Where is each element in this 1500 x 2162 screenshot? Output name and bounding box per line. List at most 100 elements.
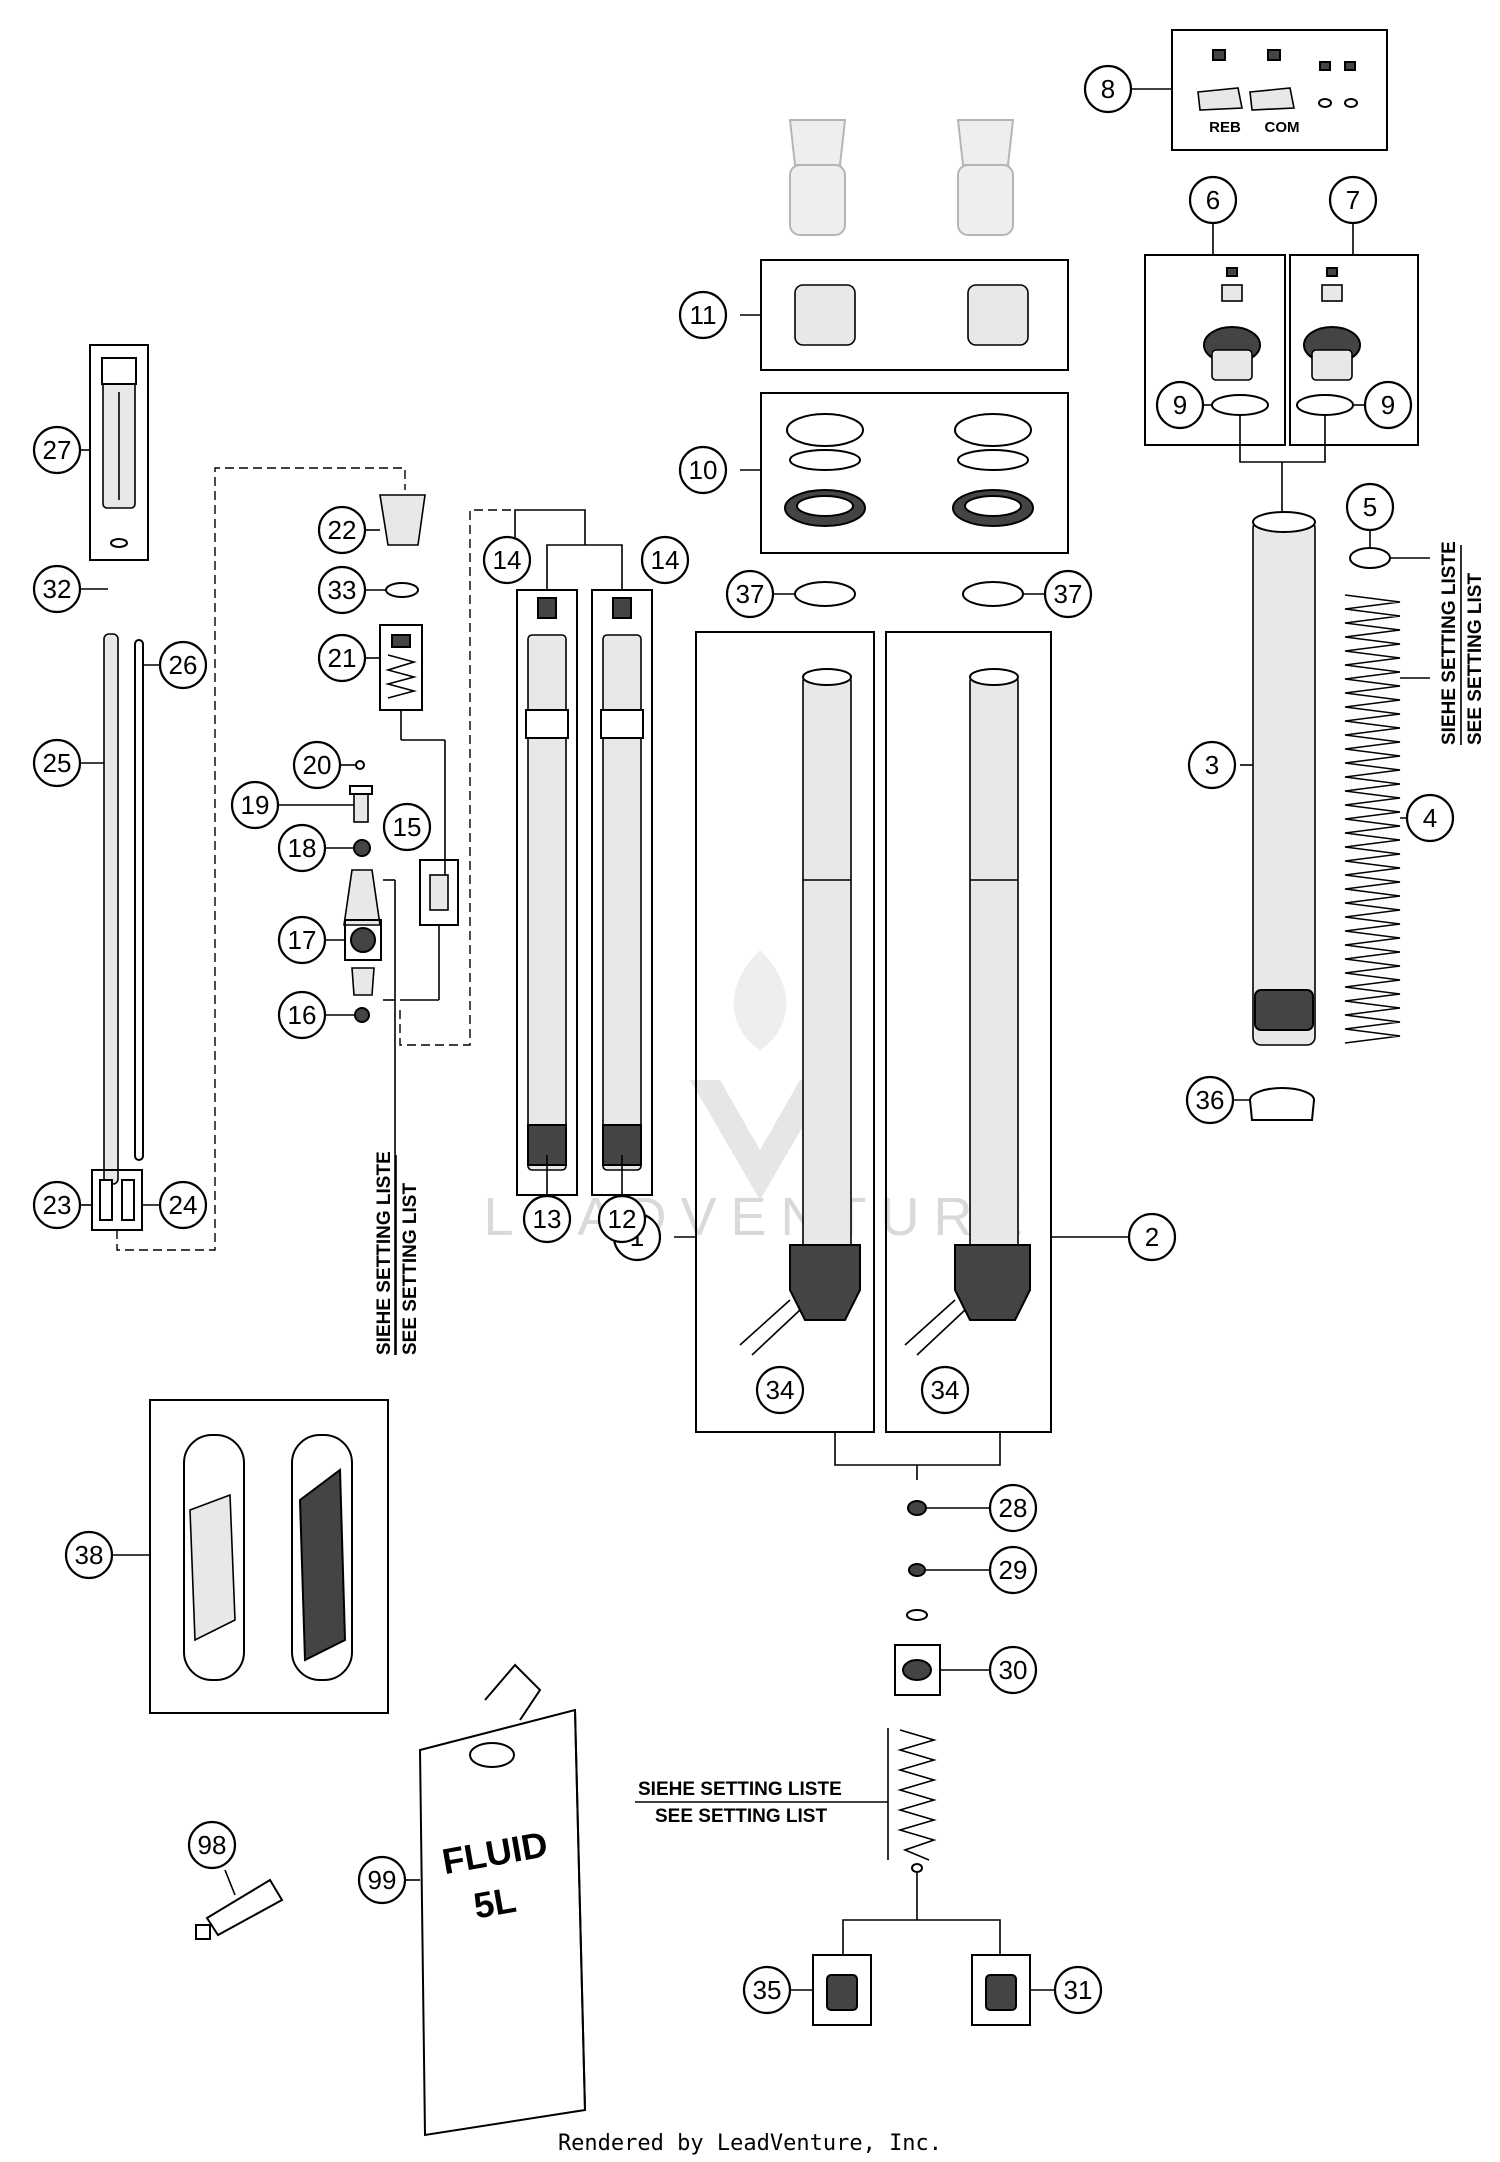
callout-14b: 14 xyxy=(640,535,690,585)
callout-34b: 34 xyxy=(920,1365,970,1415)
fluid-can-99-edge xyxy=(574,1709,586,2111)
callout-33: 33 xyxy=(317,565,367,615)
grease-tube-98-cap xyxy=(195,1924,211,1940)
seal-10-left-d xyxy=(796,495,854,517)
svg-text:3: 3 xyxy=(1205,750,1219,780)
spring-21 xyxy=(384,654,418,699)
knob-6 xyxy=(1221,284,1243,302)
svg-text:26: 26 xyxy=(169,650,198,680)
knob-7 xyxy=(1321,284,1343,302)
svg-text:9: 9 xyxy=(1381,390,1395,420)
callout-18: 18 xyxy=(277,823,327,873)
watermark-flame xyxy=(733,950,787,1050)
seal-10-left-b xyxy=(789,449,861,471)
callout-13: 13 xyxy=(522,1194,572,1244)
callout-2: 2 xyxy=(1127,1212,1177,1262)
fork-leg-2 xyxy=(969,674,1019,1256)
ghost-protector-right xyxy=(956,119,1015,166)
callout-17: 17 xyxy=(277,915,327,965)
cap-14b xyxy=(612,597,632,619)
screw-8c xyxy=(1319,61,1331,71)
callout-4: 4 xyxy=(1405,793,1455,843)
svg-text:15: 15 xyxy=(393,812,422,842)
callout-16: 16 xyxy=(277,990,327,1040)
fork-leg-2-box xyxy=(885,631,1052,1433)
part-7-box xyxy=(1289,254,1419,446)
part-17 xyxy=(350,927,376,953)
fork-leg-1-top xyxy=(802,668,852,686)
callout-24: 24 xyxy=(158,1180,208,1230)
callout-21: 21 xyxy=(317,633,367,683)
callouts: 1 2 3 4 5 6 7 8 9 9 10 11 12 13 14 14 15… xyxy=(32,64,1455,2015)
svg-text:21: 21 xyxy=(328,643,357,673)
oring-32 xyxy=(110,538,128,548)
fluid-can-99-cap xyxy=(469,1742,515,1768)
svg-text:13: 13 xyxy=(533,1204,562,1234)
oring-9a xyxy=(1211,394,1269,416)
damper-rod-25 xyxy=(103,633,119,1185)
part-18 xyxy=(353,839,371,857)
fluid-volume-label: 5L xyxy=(471,1879,519,1927)
svg-text:4: 4 xyxy=(1423,803,1437,833)
callout-35: 35 xyxy=(742,1965,792,2015)
callout-14a: 14 xyxy=(482,535,532,585)
part-stack-end xyxy=(911,1863,923,1873)
part-30 xyxy=(902,1659,932,1681)
svg-text:23: 23 xyxy=(43,1190,72,1220)
watermark-text: LEADVENTURE xyxy=(483,1187,1036,1247)
callout-98: 98 xyxy=(187,1820,237,1870)
axle-clamp-1 xyxy=(789,1244,861,1321)
label-com: COM xyxy=(1265,119,1300,136)
callout-38: 38 xyxy=(64,1530,114,1580)
watermark-logo xyxy=(690,1080,830,1200)
svg-text:10: 10 xyxy=(689,455,718,485)
seal-10-right-a xyxy=(954,413,1032,447)
oring-33 xyxy=(385,582,419,598)
axle-clamp-2 xyxy=(954,1244,1031,1321)
callout-22: 22 xyxy=(317,505,367,555)
part-28 xyxy=(907,1500,927,1516)
svg-text:99: 99 xyxy=(368,1865,397,1895)
svg-text:35: 35 xyxy=(753,1975,782,2005)
screw-8a xyxy=(1212,49,1226,61)
svg-text:37: 37 xyxy=(736,579,765,609)
setting-note-right: SIEHE SETTING LISTE SEE SETTING LIST xyxy=(1439,541,1486,745)
part-21-cap xyxy=(391,634,411,648)
callout-11: 11 xyxy=(678,290,728,340)
svg-text:11: 11 xyxy=(690,300,717,330)
washer xyxy=(906,1609,928,1621)
callout-27: 27 xyxy=(32,425,82,475)
callout-32: 32 xyxy=(32,564,82,614)
callout-34a: 34 xyxy=(755,1365,805,1415)
svg-text:8: 8 xyxy=(1101,74,1115,104)
grease-tube-98 xyxy=(205,1878,284,1937)
fork-leg-2-top xyxy=(969,668,1019,686)
fork-guard-38-graphic xyxy=(298,1468,347,1662)
seal-10-right-b xyxy=(957,449,1029,471)
part-16-body xyxy=(351,967,375,996)
part-24 xyxy=(121,1179,135,1221)
cap-14a xyxy=(537,597,557,619)
svg-text:2: 2 xyxy=(1145,1222,1159,1252)
callout-26: 26 xyxy=(158,640,208,690)
part-19-head xyxy=(349,785,373,795)
setting-note-bottom: SIEHE SETTING LISTE SEE SETTING LIST xyxy=(635,1779,888,1827)
callout-9a: 9 xyxy=(1155,380,1205,430)
oring-5 xyxy=(1349,547,1391,569)
oring-9b xyxy=(1296,394,1354,416)
note-bottom-siehe: SIEHE SETTING LISTE xyxy=(638,1779,842,1800)
svg-text:98: 98 xyxy=(198,1830,227,1860)
part-31 xyxy=(985,1974,1017,2011)
cartridge-12-band xyxy=(600,709,644,739)
svg-text:12: 12 xyxy=(608,1204,637,1234)
screw-8d xyxy=(1344,61,1356,71)
svg-text:25: 25 xyxy=(43,748,72,778)
ghost-protector-right-body xyxy=(957,164,1014,236)
fork-guard-38-graphic-left xyxy=(189,1493,236,1642)
svg-text:30: 30 xyxy=(999,1655,1028,1685)
part-16 xyxy=(354,1007,370,1023)
svg-text:32: 32 xyxy=(43,574,72,604)
callout-30: 30 xyxy=(988,1645,1038,1695)
fluid-can-99 xyxy=(418,1708,587,2137)
